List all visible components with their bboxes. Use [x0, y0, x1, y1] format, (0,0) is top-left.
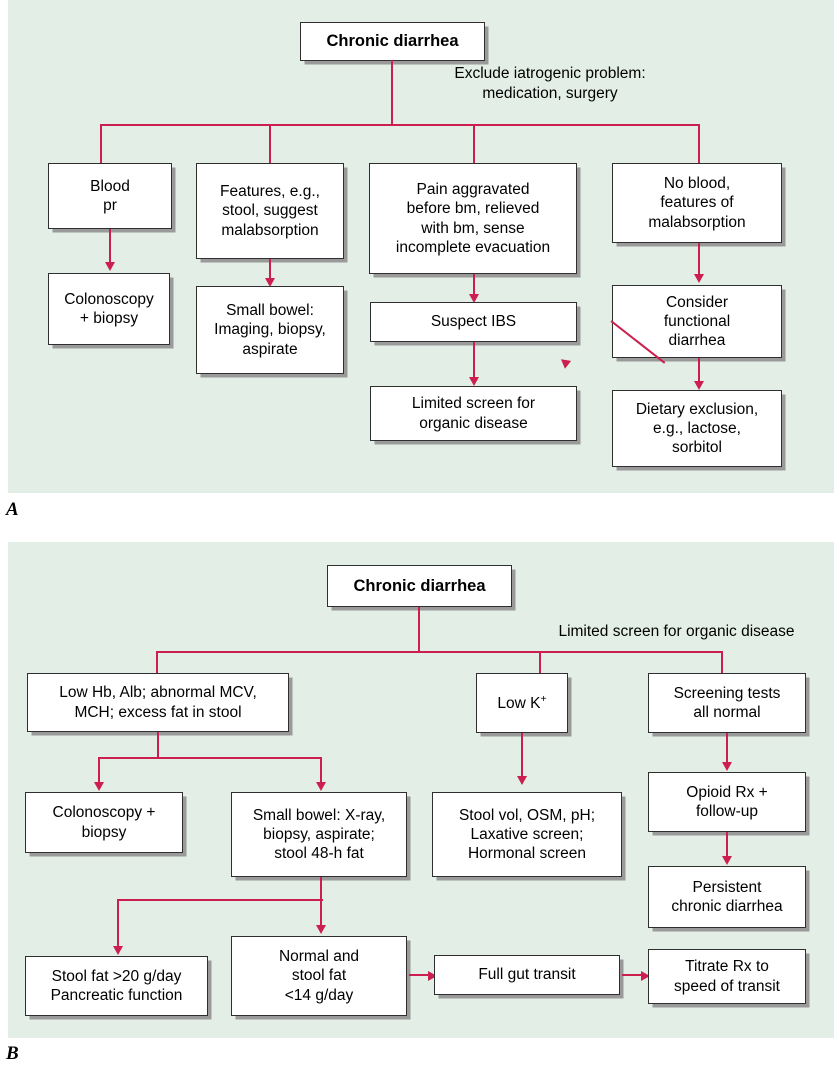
connector-b-smallbowel-left [117, 899, 120, 947]
box-pain-aggravated: Pain aggravated before bm, relieved with… [369, 163, 577, 274]
connector-a-noblood-to-consider [698, 243, 701, 275]
connector-b-lowhb-left [98, 757, 101, 783]
arrowhead-b-stoolfat20 [112, 946, 123, 955]
box-titrate-rx: Titrate Rx to speed of transit [648, 949, 806, 1004]
connector-b-lowhb-right [320, 757, 323, 783]
connector-b-fullgut-to-titrate [622, 974, 642, 977]
box-low-k-label: Low K [497, 694, 541, 712]
box-stool-vol-osm: Stool vol, OSM, pH; Laxative screen; Hor… [432, 792, 622, 877]
connector-b-drop-3 [721, 651, 724, 673]
arrowhead-b-fullgut [428, 970, 437, 981]
box-colonoscopy-biopsy-b: Colonoscopy + biopsy [25, 792, 183, 853]
arrowhead-a-consider [693, 274, 704, 283]
panel-label-b: B [6, 1043, 19, 1064]
connector-a-blood-to-colonoscopy [109, 229, 112, 263]
connector-a-drop-2 [269, 124, 272, 164]
connector-b-screening-to-opioid [726, 733, 729, 763]
arrowhead-b-titrate [641, 970, 650, 981]
box-stool-fat-20: Stool fat >20 g/day Pancreatic function [25, 956, 208, 1016]
connector-b-opioid-to-persistent [726, 832, 729, 857]
connector-a-drop-1 [100, 124, 103, 164]
connector-b-smallbowel-stem [320, 877, 323, 901]
box-chronic-diarrhea-b: Chronic diarrhea [327, 565, 512, 607]
box-small-bowel-a: Small bowel: Imaging, biopsy, aspirate [196, 286, 344, 374]
box-opioid-rx: Opioid Rx + follow-up [648, 772, 806, 832]
box-low-k: Low K+ [476, 673, 568, 733]
box-dietary-exclusion: Dietary exclusion, e.g., lactose, sorbit… [612, 390, 782, 467]
box-low-hb-alb: Low Hb, Alb; abnormal MCV, MCH; excess f… [27, 673, 289, 732]
box-features-malabsorption: Features, e.g., stool, suggest malabsorp… [196, 163, 344, 259]
box-low-k-superscript: + [540, 692, 547, 705]
box-consider-functional: Consider functional diarrhea [612, 285, 782, 358]
arrowhead-a-dietary [693, 381, 704, 390]
box-normal-stool-fat: Normal and stool fat <14 g/day [231, 936, 407, 1016]
arrowhead-b-normalstoolfat [315, 925, 326, 934]
connector-b-normal-to-fullgut [409, 974, 429, 977]
box-limited-screen-a: Limited screen for organic disease [370, 386, 577, 441]
connector-a-ibs-to-limited [473, 342, 476, 378]
box-screening-normal: Screening tests all normal [648, 673, 806, 733]
connector-a-consider-to-dietary [698, 358, 701, 382]
arrowhead-b-colonoscopy [93, 782, 104, 791]
arrowhead-b-opioid [721, 762, 732, 771]
panel-label-a: A [6, 499, 19, 520]
box-suspect-ibs: Suspect IBS [370, 302, 577, 342]
connector-b-lowk-to-stool [521, 733, 524, 777]
box-chronic-diarrhea-a: Chronic diarrhea [300, 22, 485, 61]
arrowhead-a-colonoscopy [104, 262, 115, 271]
connector-b-smallbowel-right [320, 899, 323, 926]
annotation-limited-screen-b: Limited screen for organic disease [558, 623, 795, 640]
box-full-gut-transit: Full gut transit [434, 955, 620, 995]
connector-b-drop-1 [156, 651, 159, 673]
connector-a-trunk [391, 60, 394, 126]
annotation-exclude-iatrogenic: Exclude iatrogenic problem: medication, … [454, 65, 646, 102]
box-colonoscopy-biopsy-a: Colonoscopy + biopsy [48, 273, 170, 345]
connector-a-drop-3 [473, 124, 476, 164]
arrowhead-a-smallbowel [264, 278, 275, 287]
box-persistent-chronic: Persistent chronic diarrhea [648, 866, 806, 928]
box-no-blood: No blood, features of malabsorption [612, 163, 782, 243]
box-small-bowel-xray: Small bowel: X-ray, biopsy, aspirate; st… [231, 792, 407, 877]
connector-b-lowhb-stem [157, 732, 160, 759]
arrowhead-a-limited [468, 377, 479, 386]
box-blood-pr: Blood pr [48, 163, 172, 229]
connector-a-bus [100, 124, 700, 127]
connector-b-lowhb-fork [98, 757, 322, 760]
arrowhead-b-smallbowel [315, 782, 326, 791]
connector-b-bus [156, 651, 723, 654]
connector-b-trunk [418, 607, 421, 653]
connector-b-smallbowel-fork [117, 899, 323, 902]
connector-a-drop-4 [698, 124, 701, 164]
connector-a-pain-to-ibs [473, 274, 476, 295]
arrowhead-a-ibs [468, 294, 479, 303]
arrowhead-b-stoolvol [516, 776, 527, 785]
arrowhead-b-persistent [721, 856, 732, 865]
connector-b-drop-2 [539, 651, 542, 673]
connector-a-features-to-smallbowel [269, 259, 272, 279]
